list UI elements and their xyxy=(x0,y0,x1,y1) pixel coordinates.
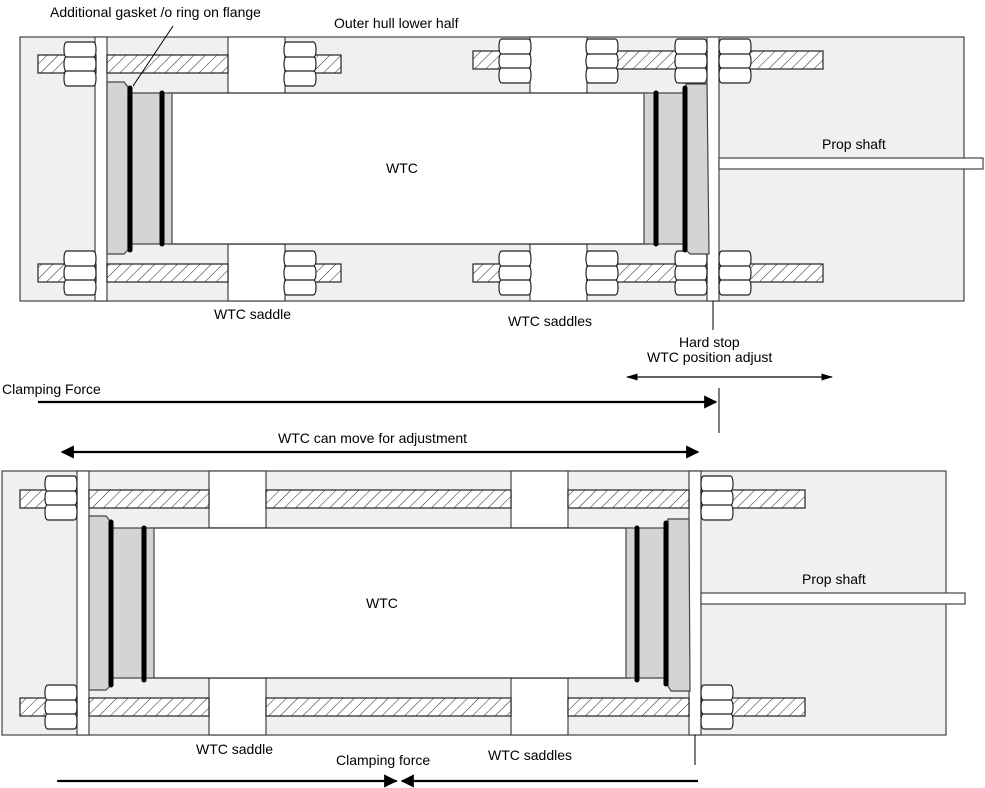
wtc-saddles-label-2: WTC saddles xyxy=(488,747,572,763)
right-end-cap-plug-2 xyxy=(625,527,669,679)
wtc-saddle-bottom-left-2 xyxy=(208,677,267,736)
clamping-force-label-2: Clamping force xyxy=(336,752,430,768)
outer-hull-label: Outer hull lower half xyxy=(334,15,459,31)
nut-icon xyxy=(283,250,317,296)
nut-icon xyxy=(700,475,734,521)
wtc-saddle-top-right xyxy=(529,36,588,95)
gasket-leader-line xyxy=(132,25,174,87)
hard-stop-plate-2 xyxy=(688,470,702,736)
wtc-saddle-bottom-right xyxy=(529,243,588,302)
prop-shaft xyxy=(718,157,984,170)
nut-icon xyxy=(44,684,78,730)
left-end-cap-plug-2 xyxy=(109,527,155,679)
threaded-rod xyxy=(265,697,512,717)
wtc-body-2 xyxy=(149,527,631,679)
wtc-saddle-bottom-left xyxy=(227,243,286,302)
threaded-rod xyxy=(106,263,229,283)
prop-shaft-2 xyxy=(700,592,966,605)
wtc-body xyxy=(167,92,649,245)
gasket-label: Additional gasket /o ring on flange xyxy=(50,4,261,20)
right-end-cap-flange xyxy=(685,83,710,255)
nut-icon xyxy=(44,475,78,521)
right-end-cap-plug xyxy=(643,92,687,245)
threaded-rod xyxy=(567,489,690,509)
nut-icon xyxy=(674,38,708,84)
nut-icon xyxy=(585,250,619,296)
nut-icon xyxy=(674,250,708,296)
threaded-rod xyxy=(88,697,210,717)
nut-icon xyxy=(498,250,532,296)
bottom-view: WTC can move for adjustment xyxy=(1,430,966,788)
nut-icon xyxy=(283,41,317,87)
left-end-cap-plug xyxy=(127,92,173,245)
nut-icon xyxy=(700,684,734,730)
left-end-cap-flange xyxy=(106,81,129,255)
position-adjust-label: WTC position adjust xyxy=(647,349,772,365)
can-move-label: WTC can move for adjustment xyxy=(278,430,467,446)
nut-icon xyxy=(63,41,97,87)
hard-stop-label: Hard stop xyxy=(679,334,740,350)
wtc-saddles-label: WTC saddles xyxy=(508,313,592,329)
wtc-saddle-label-2: WTC saddle xyxy=(196,741,273,757)
right-end-cap-flange-2 xyxy=(667,518,691,692)
left-end-plate xyxy=(94,36,108,302)
prop-shaft-label-2: Prop shaft xyxy=(802,571,866,587)
threaded-rod xyxy=(265,489,512,509)
threaded-rod xyxy=(88,489,210,509)
wtc-saddle-top-left xyxy=(227,36,286,95)
wtc-saddle-top-left-2 xyxy=(208,470,267,529)
left-end-plate-2 xyxy=(76,470,90,736)
wtc-saddle-label: WTC saddle xyxy=(214,306,291,322)
nut-icon xyxy=(718,38,752,84)
top-view: Additional gasket /o ring on flange Oute… xyxy=(2,4,984,433)
wtc-label-2: WTC xyxy=(366,595,398,611)
threaded-rod xyxy=(567,697,690,717)
threaded-rod xyxy=(106,54,229,74)
hard-stop-plate xyxy=(706,36,720,302)
nut-icon xyxy=(718,250,752,296)
wtc-saddle-bottom-right-2 xyxy=(510,677,569,736)
nut-icon xyxy=(585,38,619,84)
clamping-force-label: Clamping Force xyxy=(2,381,101,397)
nut-icon xyxy=(63,250,97,296)
wtc-label: WTC xyxy=(386,160,418,176)
nut-icon xyxy=(498,38,532,84)
left-end-cap-flange-2 xyxy=(88,515,111,691)
wtc-saddle-top-right-2 xyxy=(510,470,569,529)
prop-shaft-label: Prop shaft xyxy=(822,136,886,152)
